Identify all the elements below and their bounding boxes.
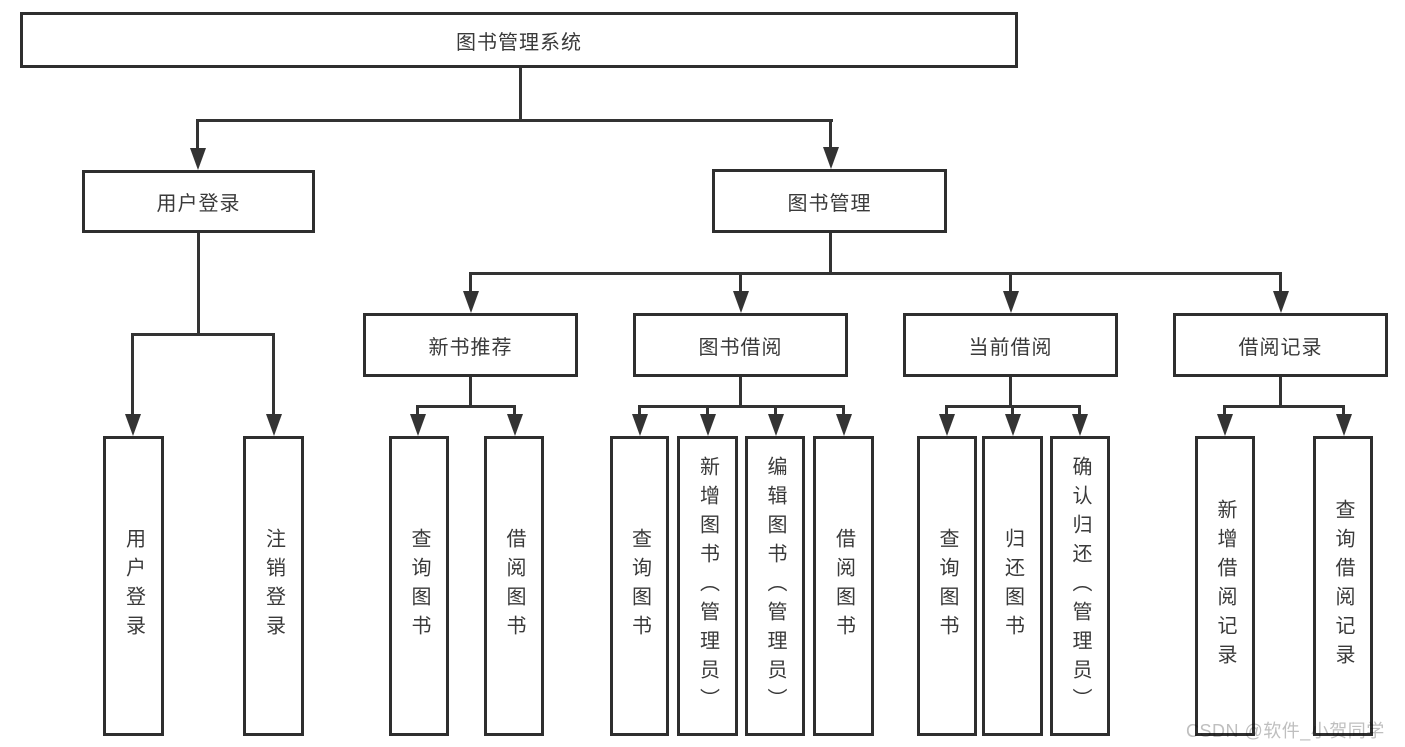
- arrowhead: [700, 414, 716, 436]
- arrowhead: [1072, 414, 1088, 436]
- arrowhead: [1336, 414, 1352, 436]
- arrowhead: [836, 414, 852, 436]
- node-leaf-query-books-recommend: 查询图书: [389, 436, 449, 736]
- arrowhead: [125, 414, 141, 436]
- connector: [739, 272, 742, 294]
- connector: [519, 68, 522, 121]
- connector: [638, 405, 845, 408]
- watermark-text: CSDN @软件_小贺同学: [1186, 721, 1385, 741]
- node-leaf-query-books-current: 查询图书: [917, 436, 977, 736]
- connector: [197, 233, 200, 335]
- connector: [706, 405, 709, 416]
- arrowhead: [410, 414, 426, 436]
- arrowhead: [1005, 414, 1021, 436]
- connector: [1342, 405, 1345, 416]
- arrowhead: [939, 414, 955, 436]
- arrowhead: [768, 414, 784, 436]
- connector: [829, 119, 832, 152]
- connector: [513, 405, 516, 416]
- connector: [1279, 272, 1282, 294]
- connector: [1279, 377, 1282, 408]
- arrowhead: [190, 148, 206, 170]
- connector: [131, 333, 134, 416]
- node-leaf-edit-book-admin: 编辑图书（管理员）: [745, 436, 805, 736]
- node-book-borrowing: 图书借阅: [633, 313, 848, 377]
- connector: [416, 405, 419, 416]
- arrowhead: [507, 414, 523, 436]
- node-leaf-logout: 注销登录: [243, 436, 304, 736]
- arrowhead: [463, 291, 479, 313]
- connector: [469, 272, 472, 294]
- connector: [131, 333, 275, 336]
- arrowhead: [1003, 291, 1019, 313]
- connector: [469, 377, 472, 408]
- node-new-book-recommend: 新书推荐: [363, 313, 578, 377]
- connector: [739, 377, 742, 408]
- node-leaf-confirm-return-admin: 确认归还（管理员）: [1050, 436, 1110, 736]
- connector: [774, 405, 777, 416]
- arrowhead: [823, 147, 839, 169]
- connector: [196, 119, 833, 122]
- node-leaf-add-book-admin: 新增图书（管理员）: [677, 436, 738, 736]
- arrowhead: [733, 291, 749, 313]
- connector: [1078, 405, 1081, 416]
- node-leaf-query-borrow-record: 查询借阅记录: [1313, 436, 1373, 736]
- connector: [469, 272, 1282, 275]
- node-leaf-return-books: 归还图书: [982, 436, 1043, 736]
- arrowhead: [632, 414, 648, 436]
- node-current-borrowing: 当前借阅: [903, 313, 1118, 377]
- connector: [1009, 377, 1012, 408]
- connector: [842, 405, 845, 416]
- node-borrowing-records: 借阅记录: [1173, 313, 1388, 377]
- connector: [1011, 405, 1014, 416]
- node-leaf-user-login: 用户登录: [103, 436, 164, 736]
- connector: [196, 119, 199, 152]
- connector: [272, 333, 275, 416]
- node-leaf-query-books-borrowing: 查询图书: [610, 436, 669, 736]
- node-leaf-add-borrow-record: 新增借阅记录: [1195, 436, 1255, 736]
- arrowhead: [1217, 414, 1233, 436]
- node-leaf-borrow-books-borrowing: 借阅图书: [813, 436, 874, 736]
- connector: [829, 233, 832, 275]
- node-leaf-borrow-books-recommend: 借阅图书: [484, 436, 544, 736]
- node-book-management: 图书管理: [712, 169, 947, 233]
- node-library-system: 图书管理系统: [20, 12, 1018, 68]
- connector: [416, 405, 516, 408]
- connector: [1223, 405, 1226, 416]
- node-user-login: 用户登录: [82, 170, 315, 233]
- connector: [1009, 272, 1012, 294]
- arrowhead: [1273, 291, 1289, 313]
- connector: [1223, 405, 1345, 408]
- connector: [945, 405, 948, 416]
- connector: [638, 405, 641, 416]
- arrowhead: [266, 414, 282, 436]
